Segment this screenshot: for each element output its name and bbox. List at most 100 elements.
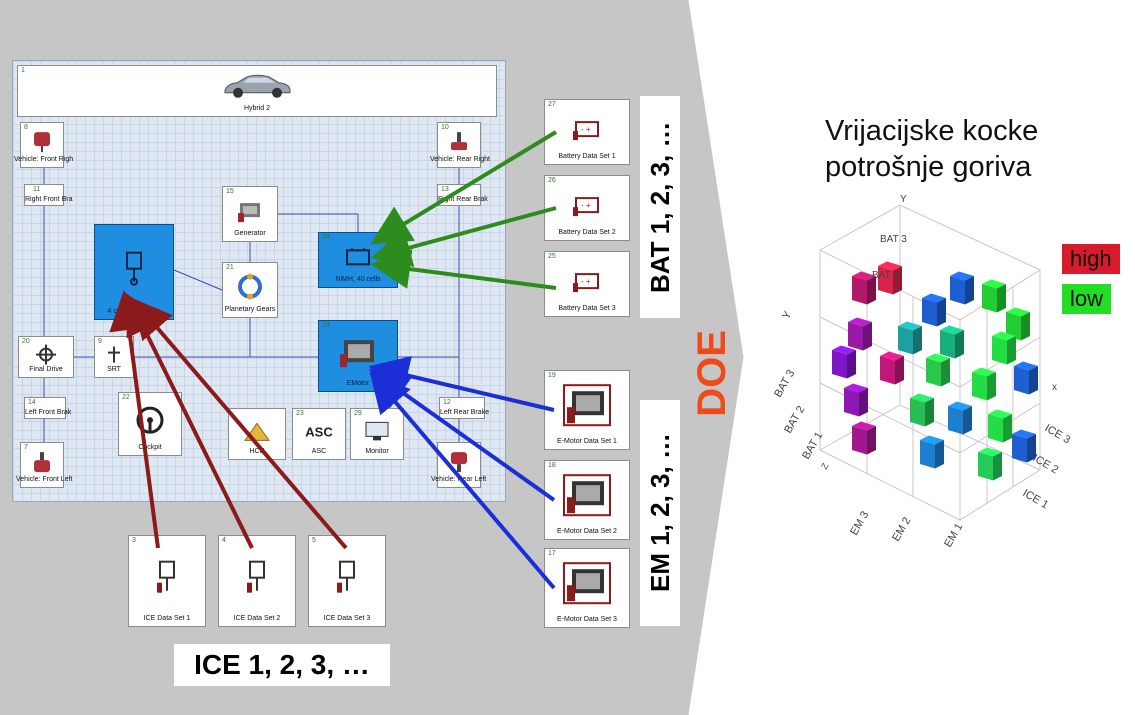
final-drive-block[interactable]: 20 Final Drive xyxy=(18,336,74,378)
emotor-data-set-2[interactable]: 18 E-Motor Data Set 2 xyxy=(544,460,630,540)
ice-data-set-3[interactable]: 5 ICE Data Set 3 xyxy=(308,535,386,627)
block-number: 29 xyxy=(354,410,362,417)
block-label: Monitor xyxy=(365,448,389,455)
data-cube-face xyxy=(1014,361,1038,371)
block-label: E-Motor Data Set 1 xyxy=(557,438,617,445)
hcu-block[interactable]: HCU xyxy=(228,408,286,460)
top-bat-3: BAT 3 xyxy=(880,234,907,245)
bat-tick-1: BAT 1 xyxy=(800,430,825,462)
data-cube-face xyxy=(950,276,965,305)
motor-icon xyxy=(340,340,374,368)
emotor-data-set-3[interactable]: 17 E-Motor Data Set 3 xyxy=(544,548,630,628)
vehicle-block[interactable]: 1 Hybrid 2 xyxy=(17,65,497,117)
x-axis-label: x xyxy=(1052,382,1057,393)
data-cube-face xyxy=(844,388,859,417)
em-tick-3: EM 3 xyxy=(848,509,871,537)
block-number: 14 xyxy=(28,399,36,406)
data-cube-face xyxy=(988,414,1003,443)
ice-arrow-2 xyxy=(126,293,254,549)
battery-icon: - + xyxy=(573,121,599,141)
block-number: 23 xyxy=(296,410,304,417)
block-label: Right Front Bra xyxy=(25,196,73,203)
data-cube-face xyxy=(1012,429,1036,439)
data-cube-face xyxy=(1027,434,1036,463)
vehicle-rear-right-label: Vehicle: Rear Right xyxy=(430,156,490,163)
block-label: Left Rear Brake xyxy=(440,409,490,416)
y-axis-label: Y xyxy=(900,194,907,205)
planetary-gears-block[interactable]: 21 Planetary Gears xyxy=(222,262,278,318)
data-cube-face xyxy=(948,401,972,411)
wheel-icon xyxy=(34,132,50,153)
ice-range-label: ICE 1, 2, 3, … xyxy=(174,644,390,686)
generator-block[interactable]: 15 Generator xyxy=(222,186,278,242)
data-cube-face xyxy=(972,372,987,401)
data-cube-face xyxy=(1006,307,1030,317)
ice-data-set-1[interactable]: 3 ICE Data Set 1 xyxy=(128,535,206,627)
block-number: 15 xyxy=(226,188,234,195)
asc-block[interactable]: 23 ASC ASC xyxy=(292,408,346,460)
battery-icon xyxy=(346,248,370,266)
cube-title-line2: potrošnje goriva xyxy=(825,151,1032,183)
battery-data-set-3[interactable]: 25 - + Battery Data Set 3 xyxy=(544,251,630,317)
doe-label: DOE xyxy=(690,330,734,417)
bat-arrow-1 xyxy=(370,130,558,245)
vehicle-front-right-block[interactable]: 8 xyxy=(20,122,64,168)
data-cube-face xyxy=(935,440,944,469)
planetary-gear-icon xyxy=(238,273,262,300)
wheel-icon xyxy=(34,452,50,473)
data-cube-face xyxy=(920,440,935,469)
block-label: ASC xyxy=(311,448,327,455)
block-number: 9 xyxy=(98,338,102,345)
svg-text:- +: - + xyxy=(581,277,591,286)
data-cube-face xyxy=(922,298,937,327)
block-label: EMotor xyxy=(346,380,370,387)
vehicle-label: Hybrid 2 xyxy=(243,105,271,112)
vehicle-rear-left-block[interactable] xyxy=(437,442,481,488)
data-cube-face xyxy=(978,447,1002,457)
data-cube-face xyxy=(922,293,946,303)
right-rear-brake-block[interactable]: 13 Right Rear Brak xyxy=(437,184,488,206)
block-label: Left Front Brak xyxy=(25,409,72,416)
data-cube-face xyxy=(926,358,941,387)
ice-tick-1: ICE 1 xyxy=(1021,487,1051,511)
data-cube-face xyxy=(992,331,1016,341)
left-front-brake-block[interactable]: 14 Left Front Brak xyxy=(24,397,72,419)
ice-data-set-2[interactable]: 4 ICE Data Set 2 xyxy=(218,535,296,627)
data-cube-face xyxy=(832,350,847,379)
steering-wheel-icon xyxy=(136,406,164,434)
battery-data-set-2[interactable]: 26 - + Battery Data Set 2 xyxy=(544,175,630,241)
emotor-data-set-1[interactable]: 19 E-Motor Data Set 1 xyxy=(544,370,630,450)
vehicle-front-left-block[interactable]: 7 xyxy=(20,442,64,488)
block-number: 22 xyxy=(122,394,130,401)
cube-title-line1: Vrijacijske kocke xyxy=(825,115,1039,147)
motor-icon xyxy=(563,384,611,427)
data-cube-face xyxy=(1014,366,1029,395)
data-cubes xyxy=(832,261,1038,481)
monitor-block[interactable]: 29 Monitor xyxy=(350,408,404,460)
battery-data-set-1[interactable]: 27 - + Battery Data Set 1 xyxy=(544,99,630,165)
block-number: 19 xyxy=(322,322,330,329)
right-front-brake-block[interactable]: 11 Right Front Bra xyxy=(24,184,73,206)
data-cube-face xyxy=(848,322,863,351)
block-label: E-Motor Data Set 2 xyxy=(557,528,617,535)
data-cube-face xyxy=(1006,312,1021,341)
em-tick-2: EM 2 xyxy=(890,515,913,543)
em-arrow-2 xyxy=(368,368,556,502)
vehicle-rear-left-label: Vehicle: Rear Left xyxy=(431,476,487,483)
em-tick-1: EM 1 xyxy=(942,521,965,549)
cockpit-block[interactable]: 22 Cockpit xyxy=(118,392,182,456)
block-number: 1 xyxy=(21,67,25,74)
data-cube-face xyxy=(832,345,856,355)
data-cube-face xyxy=(878,261,902,271)
left-rear-brake-block[interactable]: 12 Left Rear Brake xyxy=(439,397,490,419)
data-cube-face xyxy=(925,398,934,427)
data-cube-face xyxy=(859,388,868,417)
block-number: 20 xyxy=(22,338,30,345)
data-cube-face xyxy=(978,452,993,481)
data-cube-face xyxy=(948,406,963,435)
srt-block[interactable]: 9 SRT xyxy=(94,336,134,378)
vehicle-rear-right-block[interactable]: 10 xyxy=(437,122,481,168)
block-label: NiMH, 40 cells xyxy=(335,276,381,283)
data-cube-face xyxy=(1012,434,1027,463)
